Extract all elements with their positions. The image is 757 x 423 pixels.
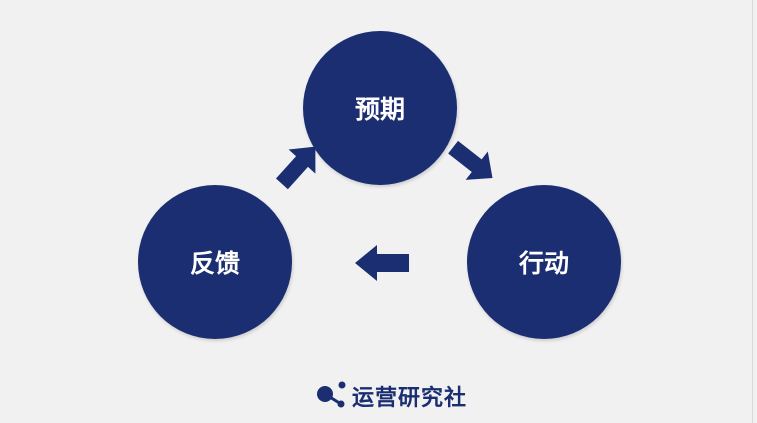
arrow-action-to-feedback xyxy=(355,245,409,281)
node-action-label: 行动 xyxy=(518,249,569,278)
node-feedback: 反馈 xyxy=(138,185,292,339)
node-expectation: 预期 xyxy=(303,31,457,185)
logo-text: 运营研究社 xyxy=(352,386,468,411)
arrow-expectation-to-action xyxy=(448,140,493,180)
arrow-feedback-to-expectation xyxy=(275,146,316,190)
node-expectation-label: 预期 xyxy=(354,95,405,124)
logo-icon xyxy=(317,381,346,408)
slide-border xyxy=(752,0,753,423)
node-action: 行动 xyxy=(467,185,621,339)
node-feedback-label: 反馈 xyxy=(189,249,240,278)
